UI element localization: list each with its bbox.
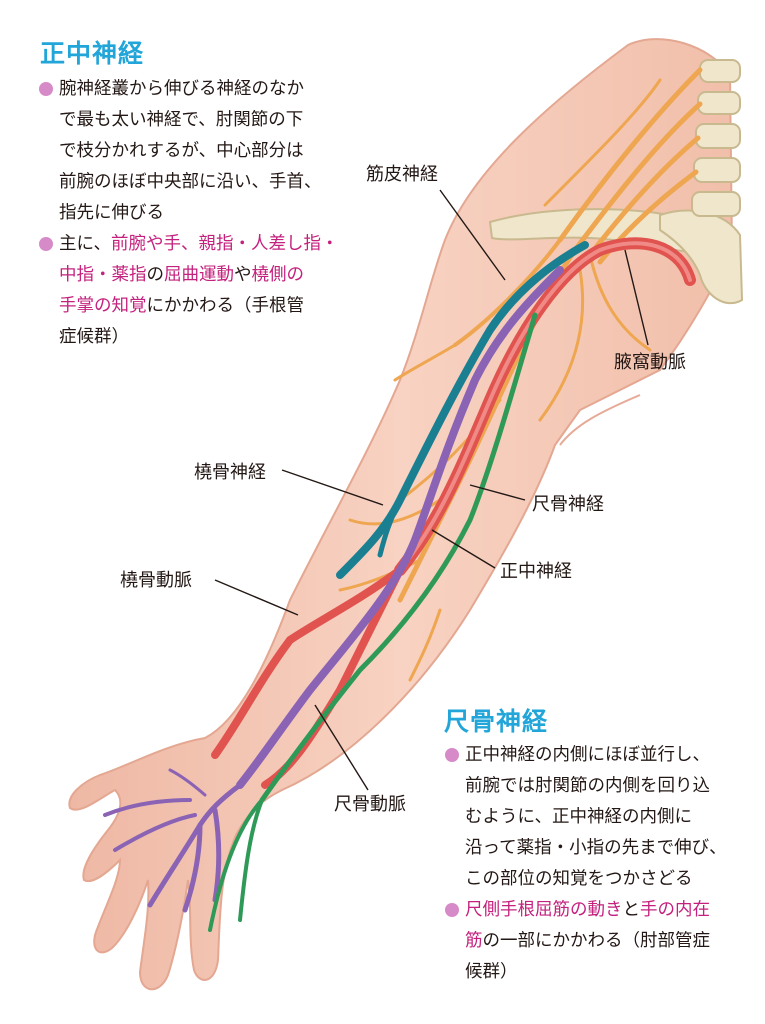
median-b1-line: で最も太い神経で、肘関節の下 — [59, 110, 304, 130]
median-b2-text: 症候群） — [59, 327, 129, 347]
median-nerve-description: 腕神経叢から伸びる神経のなか で最も太い神経で、肘関節の下 で枝分かれするが、中… — [38, 74, 358, 353]
ulnar-b2-text: の一部にかかわる（肘部管症 — [482, 931, 711, 951]
label-radial-nerve: 橈骨神経 — [194, 462, 266, 483]
median-bullet-1: 腕神経叢から伸びる神経のなか で最も太い神経で、肘関節の下 で枝分かれするが、中… — [38, 74, 358, 229]
ulnar-b2-highlight: 筋 — [465, 931, 483, 951]
ulnar-b2-highlight: 手の内在 — [640, 900, 710, 920]
median-bullet-2: 主に、前腕や手、親指・人差し指・ 中指・薬指の屈曲運動や橈側の 手掌の知覚にかか… — [38, 229, 358, 353]
median-b2-highlight: 手掌の知覚 — [59, 296, 147, 316]
median-b2-text: 主に、 — [59, 234, 111, 254]
label-radial-artery: 橈骨動脈 — [120, 570, 192, 591]
median-b2-highlight: 中指・薬指 — [59, 265, 147, 285]
radial-nerve — [336, 241, 589, 579]
median-b2-highlight: 屈曲運動 — [164, 265, 234, 285]
ulnar-b1-line: 正中神経の内側にほぼ並行し、 — [465, 745, 710, 765]
median-b2-text: や — [234, 265, 252, 285]
label-axillary-artery: 腋窩動脈 — [614, 352, 686, 373]
median-b2-highlight: 橈側の — [251, 265, 305, 285]
ulnar-bullet-2: 尺側手根屈筋の動きと手の内在 筋の一部にかかわる（肘部管症 候群） — [444, 895, 759, 988]
ulnar-b2-text: と — [622, 900, 641, 920]
ulnar-b1-line: むように、正中神経の内側に — [465, 807, 692, 827]
median-nerve-title: 正中神経 — [40, 39, 145, 68]
label-ulnar-nerve: 尺骨神経 — [532, 494, 604, 515]
leader-lines — [214, 189, 649, 791]
median-b2-highlight: 前腕や手、親指・人差し指・ — [110, 234, 339, 254]
median-b2-text: の — [146, 265, 165, 285]
label-ulnar-artery: 尺骨動脈 — [334, 794, 406, 815]
median-b1-line: 指先に伸びる — [59, 203, 164, 223]
ulnar-b1-line: 前腕では肘関節の内側を回り込 — [465, 776, 710, 796]
median-b1-line: で枝分かれするが、中心部分は — [59, 141, 304, 161]
ulnar-b2-highlight: 尺側手根屈筋の動き — [465, 900, 623, 920]
median-nerve — [103, 266, 564, 913]
ulnar-b1-line: この部位の知覚をつかさどる — [465, 869, 693, 889]
ulnar-nerve-title: 尺骨神経 — [444, 707, 549, 736]
ulnar-b2-text: 候群） — [465, 962, 518, 982]
ulnar-b1-line: 沿って薬指・小指の先まで伸び、 — [465, 838, 727, 858]
label-musculocutaneous-nerve: 筋皮神経 — [366, 164, 438, 185]
label-median-nerve: 正中神経 — [500, 561, 572, 582]
ulnar-bullet-1: 正中神経の内側にほぼ並行し、 前腕では肘関節の内側を回り込 むように、正中神経の… — [444, 740, 759, 895]
median-b1-line: 前腕のほぼ中央部に沿い、手首、 — [59, 172, 322, 192]
median-b1-line: 腕神経叢から伸びる神経のなか — [59, 79, 304, 99]
median-b2-text: にかかわる（手根管 — [146, 296, 305, 316]
ulnar-nerve-description: 正中神経の内側にほぼ並行し、 前腕では肘関節の内側を回り込 むように、正中神経の… — [444, 740, 759, 988]
ulnar-nerve — [208, 312, 538, 932]
artery — [394, 237, 696, 576]
